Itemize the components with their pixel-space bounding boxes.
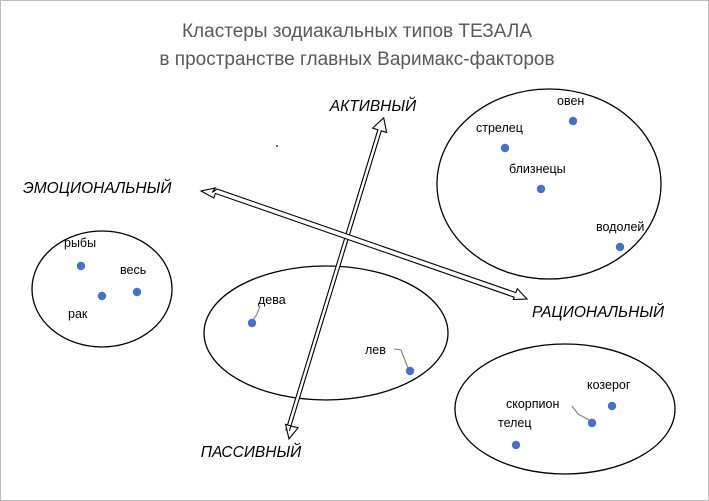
- axis-active-passive: [284, 116, 388, 441]
- axis-active-arrow: [285, 116, 388, 432]
- point-skorpion: [587, 418, 597, 428]
- axis-passive-arrow: [284, 423, 300, 441]
- leader-line-lev: [393, 348, 409, 369]
- point-strelets: [500, 143, 510, 153]
- point-deva: [247, 318, 257, 328]
- point-label-vodoley: водолей: [596, 220, 644, 234]
- axis-emotional-rational: [199, 187, 529, 301]
- point-oven: [568, 116, 578, 126]
- points-layer: [76, 116, 625, 450]
- title-line-2: в пространстве главных Варимакс-факторов: [159, 49, 554, 70]
- cluster-ellipse-center: [203, 265, 449, 401]
- point-ryby: [76, 261, 86, 271]
- point-label-rak: рак: [68, 307, 88, 321]
- leader-line-scorpion: [571, 405, 592, 422]
- point-label-oven: овен: [557, 94, 584, 108]
- point-label-lev: лев: [365, 343, 386, 357]
- axis-rational-emotional-arrows: [199, 187, 529, 301]
- axis-label-passive: ПАССИВНЫЙ: [201, 443, 302, 461]
- point-vodoley: [615, 242, 625, 252]
- axis-label-emotional: ЭМОЦИОНАЛЬНЫЙ: [23, 179, 172, 197]
- point-lev: [405, 366, 415, 376]
- point-label-kozerog: козерог: [587, 378, 631, 392]
- cluster-ellipse-emotional: [31, 230, 173, 348]
- stray-mark: [276, 145, 278, 147]
- point-label-bliznetsy: близнецы: [509, 162, 566, 176]
- point-kozerog: [607, 401, 617, 411]
- point-label-deva: дева: [258, 293, 286, 307]
- point-label-strelets: стрелец: [476, 121, 523, 135]
- cluster-ellipse-passive-rational: [454, 343, 676, 475]
- axis-label-active: АКТИВНЫЙ: [329, 97, 417, 115]
- title-line-1: Кластеры зодиакальных типов ТЕЗАЛА: [182, 21, 532, 42]
- point-label-ryby: рыбы: [64, 236, 96, 250]
- point-label-ves: весь: [120, 263, 146, 277]
- axis-label-rational: РАЦИОНАЛЬНЫЙ: [532, 303, 665, 321]
- point-label-telets: телец: [498, 416, 532, 430]
- point-telets: [511, 440, 521, 450]
- point-bliznetsy: [536, 184, 546, 194]
- point-rak: [97, 291, 107, 301]
- point-ves: [132, 287, 142, 297]
- cluster-ellipse-active-rational: [436, 88, 662, 280]
- point-label-skorpion: скорпион: [506, 397, 559, 411]
